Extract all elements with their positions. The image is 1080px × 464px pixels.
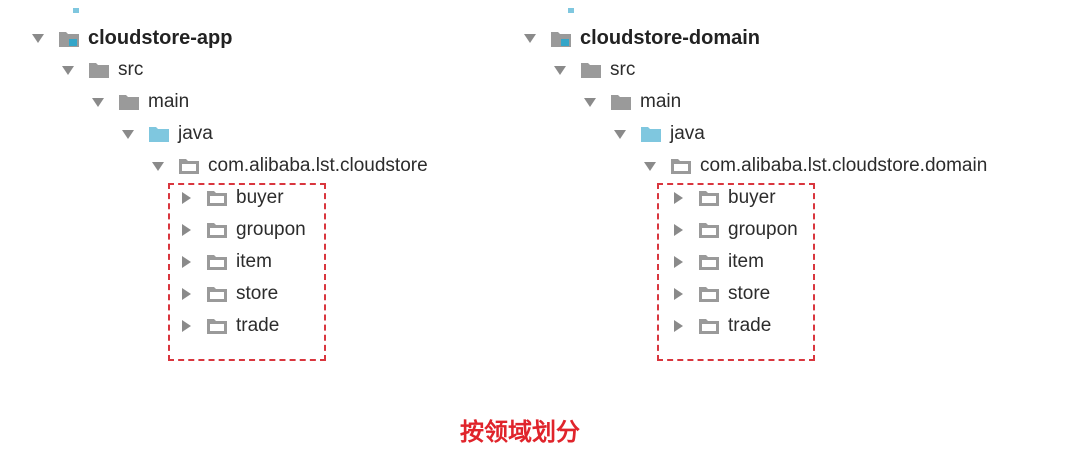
source-folder-icon (148, 125, 170, 143)
triangle-down-icon[interactable] (612, 126, 628, 142)
tree-node-main[interactable]: main (522, 86, 987, 118)
subpackage-label: trade (236, 315, 280, 336)
folder-label: main (148, 91, 190, 112)
project-tree-app: cloudstore-app src main (30, 22, 428, 342)
package-label: com.alibaba.lst.cloudstore (208, 155, 428, 176)
package-folder-icon (698, 221, 720, 239)
package-label: com.alibaba.lst.cloudstore.domain (700, 155, 988, 176)
tree-node-subpackage[interactable]: store (30, 278, 428, 310)
module-label: cloudstore-domain (580, 26, 761, 49)
tree-node-src[interactable]: src (522, 54, 987, 86)
package-folder-icon (670, 157, 692, 175)
package-folder-icon (206, 253, 228, 271)
tree-node-java[interactable]: java (30, 118, 428, 150)
tree-node-module[interactable]: cloudstore-app (30, 22, 428, 54)
folder-label: src (610, 59, 636, 80)
package-folder-icon (178, 157, 200, 175)
triangle-down-icon[interactable] (552, 62, 568, 78)
triangle-down-icon[interactable] (642, 158, 658, 174)
tree-node-java[interactable]: java (522, 118, 987, 150)
tree-node-module[interactable]: cloudstore-domain (522, 22, 987, 54)
cut-off-item-mark (568, 8, 574, 13)
folder-icon (580, 61, 602, 79)
triangle-right-icon[interactable] (670, 286, 686, 302)
folder-icon (610, 93, 632, 111)
folder-label: src (118, 59, 144, 80)
module-folder-icon (550, 29, 572, 47)
subpackage-label: buyer (728, 187, 776, 208)
package-folder-icon (206, 221, 228, 239)
tree-node-subpackage[interactable]: groupon (30, 214, 428, 246)
tree-node-subpackage[interactable]: buyer (522, 182, 987, 214)
subpackage-label: groupon (728, 219, 798, 240)
triangle-down-icon[interactable] (582, 94, 598, 110)
triangle-right-icon[interactable] (178, 222, 194, 238)
subpackage-label: buyer (236, 187, 284, 208)
highlight-box-domain-packages (657, 183, 815, 361)
tree-node-subpackage[interactable]: store (522, 278, 987, 310)
tree-node-main[interactable]: main (30, 86, 428, 118)
triangle-down-icon[interactable] (30, 30, 46, 46)
package-folder-icon (698, 317, 720, 335)
triangle-right-icon[interactable] (670, 254, 686, 270)
project-tree-domain: cloudstore-domain src main (522, 22, 987, 342)
subpackage-label: item (728, 251, 764, 272)
tree-node-package[interactable]: com.alibaba.lst.cloudstore (30, 150, 428, 182)
triangle-right-icon[interactable] (178, 318, 194, 334)
subpackage-label: item (236, 251, 272, 272)
tree-node-package[interactable]: com.alibaba.lst.cloudstore.domain (522, 150, 987, 182)
folder-label: java (670, 123, 705, 144)
triangle-right-icon[interactable] (178, 286, 194, 302)
package-folder-icon (698, 285, 720, 303)
folder-icon (118, 93, 140, 111)
caption: 按领域划分 (460, 418, 580, 446)
tree-node-subpackage[interactable]: buyer (30, 182, 428, 214)
package-folder-icon (206, 189, 228, 207)
folder-label: java (178, 123, 213, 144)
folder-icon (88, 61, 110, 79)
tree-node-src[interactable]: src (30, 54, 428, 86)
triangle-right-icon[interactable] (178, 190, 194, 206)
subpackage-label: groupon (236, 219, 306, 240)
package-folder-icon (698, 253, 720, 271)
module-folder-icon (58, 29, 80, 47)
package-folder-icon (206, 317, 228, 335)
triangle-right-icon[interactable] (670, 222, 686, 238)
subpackage-label: trade (728, 315, 772, 336)
subpackage-label: store (236, 283, 279, 304)
subpackage-label: store (728, 283, 771, 304)
package-folder-icon (206, 285, 228, 303)
triangle-down-icon[interactable] (60, 62, 76, 78)
highlight-box-app-packages (168, 183, 326, 361)
triangle-down-icon[interactable] (150, 158, 166, 174)
tree-node-subpackage[interactable]: groupon (522, 214, 987, 246)
triangle-right-icon[interactable] (670, 318, 686, 334)
module-label: cloudstore-app (88, 26, 233, 49)
tree-node-subpackage[interactable]: item (522, 246, 987, 278)
source-folder-icon (640, 125, 662, 143)
triangle-down-icon[interactable] (120, 126, 136, 142)
tree-node-subpackage[interactable]: trade (30, 310, 428, 342)
cut-off-item-mark (73, 8, 79, 13)
triangle-down-icon[interactable] (90, 94, 106, 110)
folder-label: main (640, 91, 682, 112)
triangle-right-icon[interactable] (670, 190, 686, 206)
tree-node-subpackage[interactable]: item (30, 246, 428, 278)
package-folder-icon (698, 189, 720, 207)
triangle-right-icon[interactable] (178, 254, 194, 270)
triangle-down-icon[interactable] (522, 30, 538, 46)
tree-node-subpackage[interactable]: trade (522, 310, 987, 342)
